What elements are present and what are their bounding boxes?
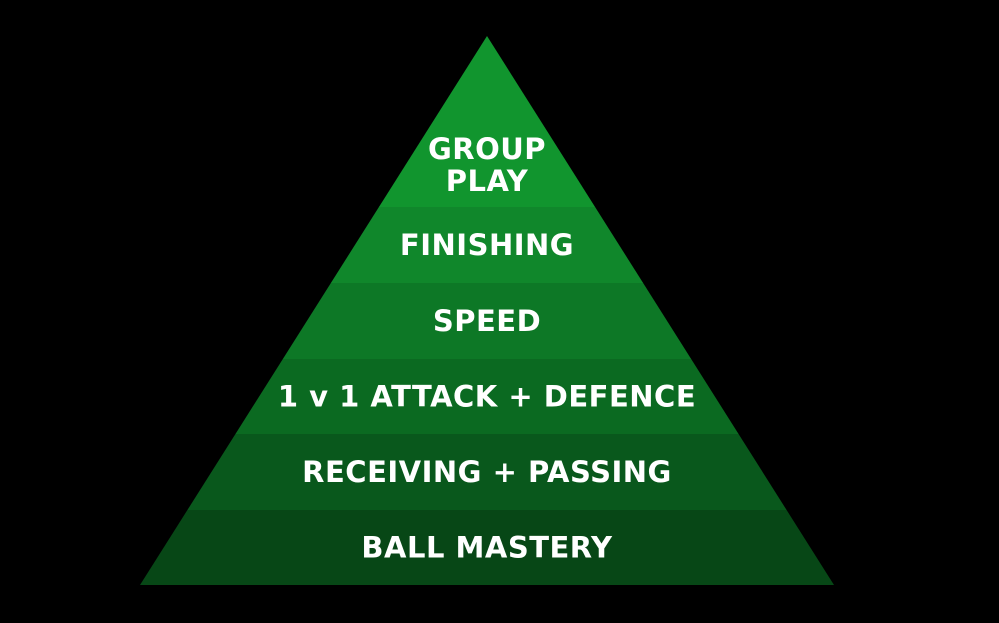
pyramid-tier-6 (140, 510, 834, 585)
pyramid-tier-label-line: RECEIVING + PASSING (302, 455, 672, 489)
pyramid-tier-label-line: GROUP (428, 132, 546, 166)
pyramid-tier-4 (235, 359, 739, 434)
pyramid-tier-label-line: 1 v 1 ATTACK + DEFENCE (278, 380, 696, 414)
pyramid-tier-3 (282, 283, 692, 359)
pyramid-tier-label-2: FINISHING (400, 228, 574, 262)
pyramid-tier-label-line: BALL MASTERY (361, 531, 613, 565)
pyramid-tier-1 (378, 36, 596, 207)
tier-shapes (140, 36, 834, 585)
pyramid-tier-5 (187, 434, 787, 510)
pyramid-tier-label-5: RECEIVING + PASSING (302, 455, 672, 489)
pyramid-tier-label-line: SPEED (433, 304, 541, 338)
pyramid-tier-label-6: BALL MASTERY (361, 531, 613, 565)
pyramid-tier-2 (330, 207, 644, 283)
pyramid-tier-label-line: FINISHING (400, 228, 574, 262)
pyramid-tier-label-3: SPEED (433, 304, 541, 338)
pyramid-tier-label-line: PLAY (446, 164, 529, 198)
pyramid-tier-label-4: 1 v 1 ATTACK + DEFENCE (278, 380, 696, 414)
